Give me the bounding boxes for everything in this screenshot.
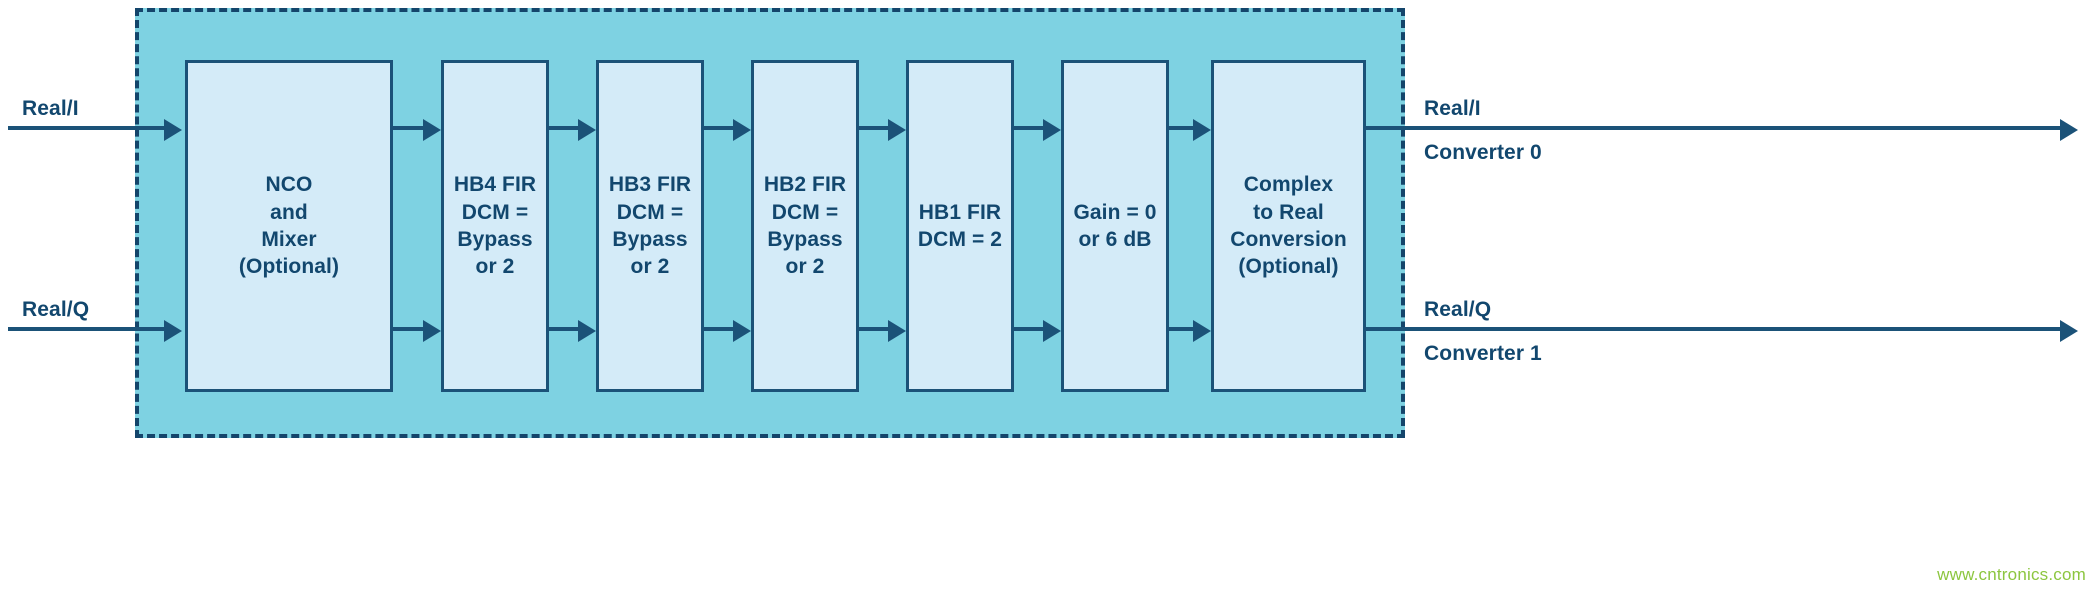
link-arrowhead-nco-mixer-to-hb4-fir-row0 [423, 119, 441, 141]
input-arrowhead-input-q [164, 320, 182, 342]
link-wire-nco-mixer-to-hb4-fir-row1 [393, 327, 425, 331]
link-arrowhead-hb2-fir-to-hb1-fir-row0 [888, 119, 906, 141]
output-label-output-q: Real/Q [1424, 298, 1492, 321]
output-sublabel-output-i: Converter 0 [1424, 141, 1542, 164]
link-wire-hb2-fir-to-hb1-fir-row0 [859, 126, 890, 130]
block-hb4-fir[interactable]: HB4 FIR DCM = Bypass or 2 [441, 60, 549, 392]
block-hb3-fir[interactable]: HB3 FIR DCM = Bypass or 2 [596, 60, 704, 392]
link-wire-hb1-fir-to-gain-row0 [1014, 126, 1045, 130]
block-gain[interactable]: Gain = 0 or 6 dB [1061, 60, 1169, 392]
block-nco-mixer[interactable]: NCO and Mixer (Optional) [185, 60, 393, 392]
block-hb1-fir[interactable]: HB1 FIR DCM = 2 [906, 60, 1014, 392]
block-label-complex-to-real: Complex to Real Conversion (Optional) [1230, 173, 1347, 279]
output-wire-output-i [1366, 126, 2060, 130]
link-arrowhead-hb4-fir-to-hb3-fir-row0 [578, 119, 596, 141]
link-arrowhead-hb1-fir-to-gain-row1 [1043, 320, 1061, 342]
input-wire-input-q [8, 327, 168, 331]
link-arrowhead-hb3-fir-to-hb2-fir-row0 [733, 119, 751, 141]
block-label-hb1-fir: HB1 FIR DCM = 2 [917, 200, 1003, 251]
link-arrowhead-hb4-fir-to-hb3-fir-row1 [578, 320, 596, 342]
link-wire-hb3-fir-to-hb2-fir-row1 [704, 327, 735, 331]
block-label-gain: Gain = 0 or 6 dB [1073, 200, 1157, 251]
block-label-hb4-fir: HB4 FIR DCM = Bypass or 2 [453, 173, 537, 279]
link-arrowhead-hb1-fir-to-gain-row0 [1043, 119, 1061, 141]
link-arrowhead-hb2-fir-to-hb1-fir-row1 [888, 320, 906, 342]
link-wire-hb4-fir-to-hb3-fir-row1 [549, 327, 580, 331]
link-wire-hb4-fir-to-hb3-fir-row0 [549, 126, 580, 130]
link-arrowhead-nco-mixer-to-hb4-fir-row1 [423, 320, 441, 342]
link-wire-gain-to-complex-to-real-row1 [1169, 327, 1195, 331]
output-sublabel-output-q: Converter 1 [1424, 342, 1542, 365]
block-hb2-fir[interactable]: HB2 FIR DCM = Bypass or 2 [751, 60, 859, 392]
output-label-output-i: Real/I [1424, 97, 1481, 120]
block-label-hb2-fir: HB2 FIR DCM = Bypass or 2 [763, 173, 847, 279]
block-label-nco-mixer: NCO and Mixer (Optional) [238, 173, 340, 279]
link-wire-hb3-fir-to-hb2-fir-row0 [704, 126, 735, 130]
input-label-input-q: Real/Q [22, 298, 90, 321]
link-arrowhead-hb3-fir-to-hb2-fir-row1 [733, 320, 751, 342]
link-wire-nco-mixer-to-hb4-fir-row0 [393, 126, 425, 130]
link-wire-gain-to-complex-to-real-row0 [1169, 126, 1195, 130]
link-wire-hb2-fir-to-hb1-fir-row1 [859, 327, 890, 331]
link-wire-hb1-fir-to-gain-row1 [1014, 327, 1045, 331]
input-label-input-i: Real/I [22, 97, 79, 120]
link-arrowhead-gain-to-complex-to-real-row1 [1193, 320, 1211, 342]
output-arrowhead-output-i [2060, 119, 2078, 141]
block-label-hb3-fir: HB3 FIR DCM = Bypass or 2 [608, 173, 692, 279]
input-wire-input-i [8, 126, 168, 130]
input-arrowhead-input-i [164, 119, 182, 141]
output-wire-output-q [1366, 327, 2060, 331]
watermark: www.cntronics.com [1937, 565, 2086, 584]
output-arrowhead-output-q [2060, 320, 2078, 342]
block-complex-to-real[interactable]: Complex to Real Conversion (Optional) [1211, 60, 1366, 392]
link-arrowhead-gain-to-complex-to-real-row0 [1193, 119, 1211, 141]
